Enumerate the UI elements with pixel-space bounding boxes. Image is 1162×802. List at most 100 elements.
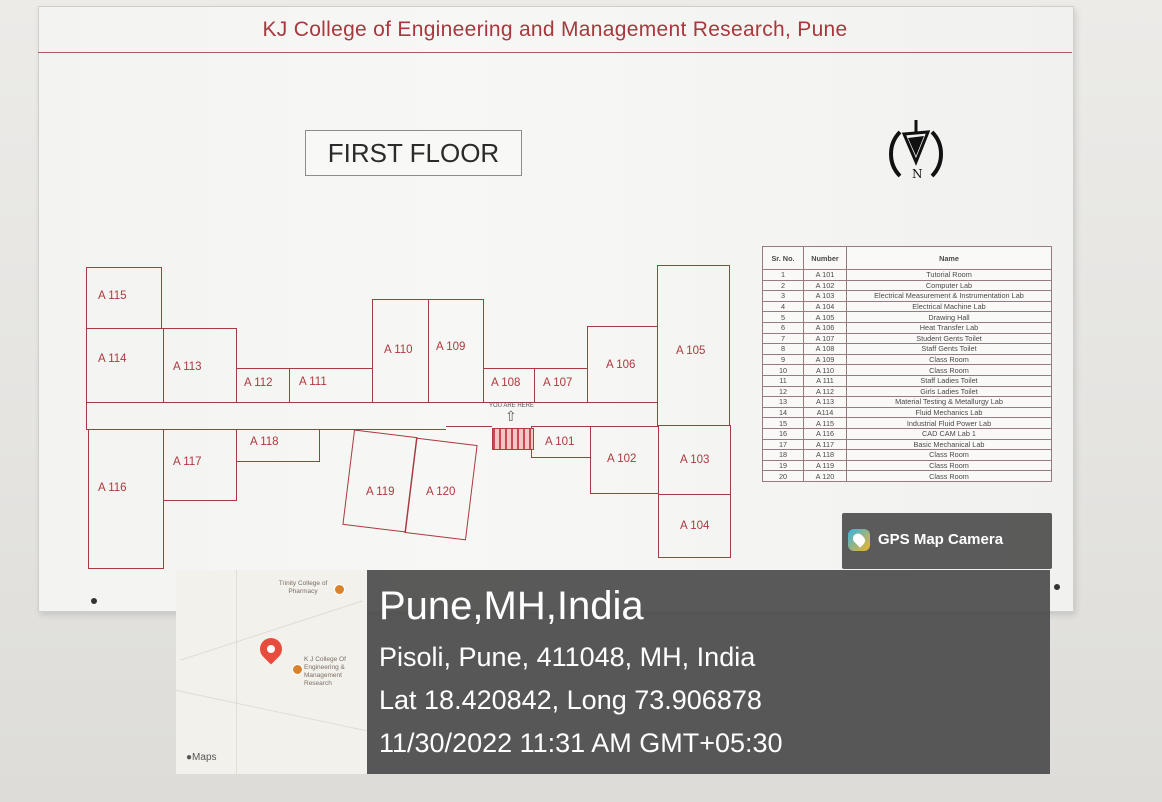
room-a112-label: A 112	[244, 377, 273, 389]
legend-cell-name: Staff Ladies Toilet	[846, 374, 1052, 387]
room-a102-label: A 102	[607, 453, 637, 465]
room-a110-label: A 110	[384, 344, 413, 356]
room-a101-label: A 101	[545, 436, 575, 448]
legend-cell-srno: 3	[762, 290, 804, 302]
legend-cell-name: Material Testing & Metallurgy Lab	[846, 396, 1052, 408]
room-a114-label: A 114	[98, 353, 127, 365]
location-place: Pune,MH,India	[379, 584, 644, 628]
legend-cell-srno: 16	[762, 427, 804, 440]
legend-cell-srno: 19	[762, 459, 804, 472]
legend-cell-srno: 20	[762, 470, 804, 482]
legend-header-row: Sr. No. Number Name	[762, 246, 1052, 270]
room-a118-label: A 118	[250, 436, 279, 448]
up-arrow-icon: ⇧	[505, 408, 517, 424]
room-a111-label: A 111	[299, 376, 327, 388]
legend-cell-srno: 10	[762, 364, 804, 376]
board-pin-right	[1054, 584, 1060, 590]
legend-header-number: Number	[803, 246, 847, 270]
legend-cell-srno: 8	[762, 343, 804, 355]
gps-camera-badge: GPS Map Camera	[842, 513, 1052, 569]
legend-cell-name: Tutorial Room	[846, 269, 1052, 281]
legend-cell-srno: 18	[762, 449, 804, 461]
room-a104	[658, 494, 731, 558]
legend-cell-srno: 2	[762, 279, 804, 292]
room-a106-label: A 106	[606, 359, 636, 371]
compass-icon: N	[889, 120, 943, 181]
room-a113-label: A 113	[173, 361, 202, 373]
legend-cell-number: A 116	[803, 427, 847, 440]
floor-label: FIRST FLOOR	[305, 130, 522, 176]
legend-cell-number: A 108	[803, 343, 847, 355]
legend-cell-name: Drawing Hall	[846, 311, 1052, 323]
legend-cell-srno: 1	[762, 269, 804, 281]
room-a117-label: A 117	[173, 456, 202, 468]
legend-cell-srno: 11	[762, 374, 804, 387]
room-a118	[236, 429, 320, 462]
staircase	[492, 428, 534, 450]
room-a104-label: A 104	[680, 520, 710, 532]
room-a114	[86, 328, 164, 403]
legend-cell-number: A114	[803, 406, 847, 419]
corridor-wall-top-left	[236, 368, 372, 369]
legend-cell-srno: 7	[762, 332, 804, 345]
location-info-panel: Pune,MH,India Pisoli, Pune, 411048, MH, …	[367, 570, 1050, 774]
map-thumbnail[interactable]: Trinity College of Pharmacy K J College …	[176, 570, 367, 774]
legend-cell-srno: 14	[762, 406, 804, 419]
gps-camera-label: GPS Map Camera	[878, 531, 1004, 548]
room-a103-label: A 103	[680, 454, 710, 466]
room-a107-label: A 107	[543, 377, 573, 389]
legend-cell-name: Fluid Mechanics Lab	[846, 406, 1052, 419]
legend-cell-number: A 101	[803, 269, 847, 281]
room-a119-label: A 119	[366, 486, 395, 498]
legend-cell-srno: 15	[762, 417, 804, 429]
corridor-wall-right	[446, 426, 492, 427]
maps-attribution: ●Maps	[186, 752, 217, 763]
legend-cell-name: Basic Mechanical Lab	[846, 438, 1052, 451]
legend-cell-name: Computer Lab	[846, 279, 1052, 292]
location-address: Pisoli, Pune, 411048, MH, India	[379, 642, 756, 672]
compass-north-letter: N	[912, 167, 923, 181]
location-timestamp: 11/30/2022 11:31 AM GMT+05:30	[379, 728, 783, 758]
legend-cell-number: A 112	[803, 385, 847, 398]
room-a116-label: A 116	[98, 482, 127, 494]
room-a109	[428, 299, 484, 403]
legend-cell-srno: 6	[762, 321, 804, 334]
room-a113	[163, 328, 237, 403]
map-poi-kj-label: K J College Of Engineering & Management …	[304, 656, 346, 687]
legend-cell-name: Class Room	[846, 353, 1052, 366]
gps-camera-logo-icon	[848, 529, 870, 551]
legend-cell-name: Student Gents Toilet	[846, 332, 1052, 345]
you-are-here-label: YOU ARE HERE	[489, 403, 535, 409]
legend-cell-number: A 110	[803, 364, 847, 376]
legend-header-srno: Sr. No.	[762, 246, 804, 270]
legend-cell-name: Girls Ladies Toilet	[846, 385, 1052, 398]
map-road	[236, 570, 238, 774]
legend-cell-number: A 103	[803, 290, 847, 302]
room-a115-label: A 115	[98, 290, 127, 302]
legend-cell-number: A 120	[803, 470, 847, 482]
map-poi-trinity-label: Trinity College of Pharmacy	[278, 580, 328, 595]
legend-cell-name: Electrical Machine Lab	[846, 300, 1052, 313]
legend-cell-number: A 107	[803, 332, 847, 345]
location-pin-icon	[255, 633, 287, 665]
legend-cell-srno: 5	[762, 311, 804, 323]
room-a105-label: A 105	[676, 345, 706, 357]
legend-cell-number: A 111	[803, 374, 847, 387]
maps-attribution-text: Maps	[192, 752, 217, 763]
room-a117	[163, 429, 237, 501]
legend-cell-srno: 13	[762, 396, 804, 408]
